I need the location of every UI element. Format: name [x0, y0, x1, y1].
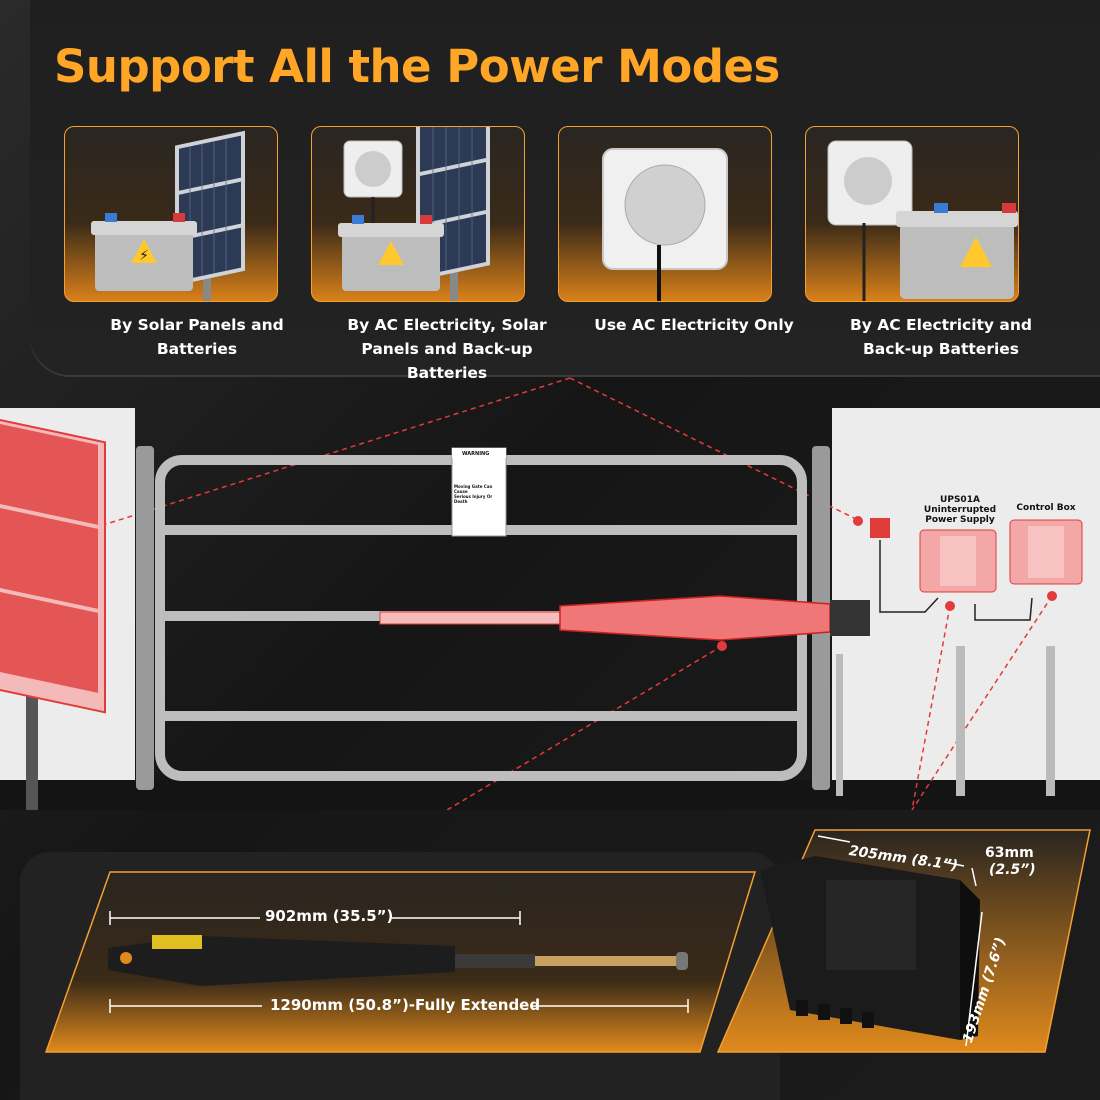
warning-sign [451, 447, 507, 537]
dimension-panels [44, 829, 1091, 1053]
right-wall [832, 408, 1100, 798]
marker-outlet [853, 516, 863, 526]
control-box-label: Control Box [1016, 503, 1076, 513]
dim-box-depth-in: (2.5”) [989, 862, 1036, 878]
marker-ups [945, 601, 955, 611]
ac-only-illustration [602, 148, 728, 301]
dim-extended: 1290mm (50.8”)-Fully Extended [270, 996, 541, 1014]
mode-card-ac-solar-battery [311, 126, 525, 302]
wall-outlet-icon [827, 140, 913, 301]
mode-card-ac-battery [805, 126, 1019, 302]
warning-sign-header: WARNING [462, 451, 490, 457]
battery-icon [896, 203, 1018, 299]
control-stand [1046, 646, 1055, 796]
mode-card-solar-battery: ⚡ [64, 126, 278, 302]
ac-battery-illustration [827, 140, 1018, 301]
wall-outlet-icon [343, 140, 403, 223]
gate-opener-actuator [379, 595, 870, 641]
gate-scene [0, 377, 1083, 810]
control-box [1009, 519, 1083, 585]
marker-control-box [1047, 591, 1057, 601]
marker-opener [717, 641, 727, 651]
ac-solar-battery-illustration [338, 127, 490, 301]
gate-stand [836, 654, 843, 796]
svg-text:⚡: ⚡ [139, 248, 149, 264]
control-box-product [760, 856, 980, 1040]
ups-stand [956, 646, 965, 796]
box-dimension-lines [817, 835, 983, 1047]
gate-post-left [136, 446, 154, 790]
wall-outlet-highlight [870, 518, 890, 538]
wall-outlet-icon [602, 148, 728, 301]
dim-box-depth-mm: 63mm [985, 845, 1034, 861]
ups-box [919, 529, 997, 593]
actuator-product [108, 935, 688, 986]
solar-battery-illustration: ⚡ [91, 130, 245, 301]
dim-retracted: 902mm (35.5”) [265, 907, 394, 925]
mode-label-solar-battery: By Solar Panels and Batteries [110, 316, 284, 358]
solar-panel-left [0, 416, 106, 810]
ups-label: UPS01A Uninterrupted Power Supply [923, 495, 997, 525]
battery-icon: ⚡ [91, 213, 197, 291]
headline: Support All the Power Modes [54, 40, 780, 93]
connector-lines [99, 377, 1053, 810]
battery-icon [338, 215, 444, 291]
wiring [879, 540, 1033, 621]
mode-label-ac-only: Use AC Electricity Only [594, 316, 794, 334]
dimension-lines [109, 911, 689, 1013]
mode-card-ac-only [558, 126, 772, 302]
